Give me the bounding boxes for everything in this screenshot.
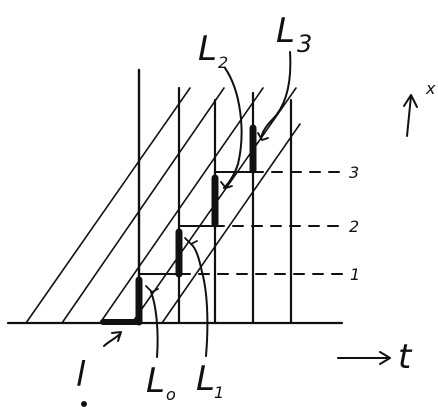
x-axis-label: x: [425, 79, 436, 98]
diagonal-lines: [25, 87, 301, 324]
label-l0-main: l: [76, 355, 86, 395]
label-L1: L 1: [196, 359, 224, 402]
diagonal-line-5: [161, 123, 301, 324]
label-L0-sub: o: [166, 385, 176, 404]
arrowhead-L3: [257, 132, 269, 141]
dashed-levels: [138, 171, 349, 275]
pointer-L2: [223, 67, 243, 189]
label-L1-main: L: [196, 359, 215, 399]
pointer-L1: [190, 243, 209, 357]
label-l0-dot: [81, 401, 87, 407]
pointer-l0-head: [111, 331, 122, 342]
level-3-label: 3: [349, 163, 359, 182]
diagonal-line-3: [99, 87, 264, 324]
x-arrow-head: [403, 94, 418, 108]
level-1-label: 1: [350, 265, 360, 284]
label-L0: L o: [146, 361, 176, 404]
staircase-segments: [135, 124, 257, 326]
label-L0-main: L: [146, 361, 165, 401]
x-axis-indicator: x: [403, 79, 436, 137]
label-L3-sub: 3: [297, 30, 312, 58]
diagonal-line-2: [61, 87, 225, 324]
label-L2-sub: 2: [218, 53, 228, 72]
arrowhead-L0: [145, 285, 159, 293]
level-2-label: 2: [349, 217, 359, 236]
label-l0: l: [76, 355, 87, 407]
pointer-curves: [103, 51, 292, 358]
label-L2-main: L: [198, 29, 217, 69]
pointer-l0: [103, 333, 121, 347]
label-L3-main: L: [276, 11, 295, 51]
arrowhead-L2: [220, 181, 233, 189]
label-L1-sub: 1: [214, 383, 224, 402]
label-L3: L 3: [276, 11, 312, 58]
label-L2: L 2: [198, 29, 228, 72]
pointer-L3: [260, 51, 292, 140]
x-arrow-shaft: [406, 95, 412, 137]
t-axis-label: t: [398, 337, 413, 377]
t-axis-indicator: t: [337, 337, 413, 377]
diagonal-line-1: [25, 87, 191, 324]
t-arrow-head: [379, 351, 391, 365]
pointer-L0: [150, 291, 159, 358]
